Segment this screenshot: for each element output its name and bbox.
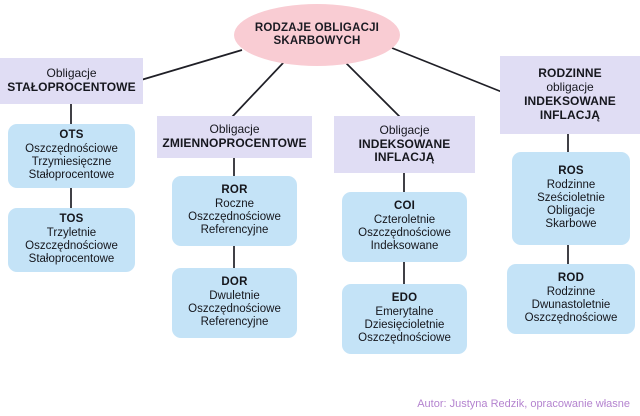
leaf-line-2: Dwunastoletnie [531,299,611,311]
category-line-3: INDEKSOWANE [524,94,616,108]
leaf-line-2: Dziesięcioletnie [364,319,445,331]
leaf-line-1: Oszczędnościowe [25,142,118,155]
category-line-1: RODZINNE [538,66,602,81]
edge-root-to-indeks [344,61,401,118]
leaf-line-2: Oszczędnościowe [25,240,118,252]
edge-root-to-zmienno [231,61,285,118]
leaf-line-1: Trzyletnie [46,226,97,239]
edge-root-to-rodzinne [391,47,503,93]
leaf-line-2: Oszczędnościowe [188,211,281,223]
category-line-2: ZMIENNOPROCENTOWE [162,136,307,150]
category-line-1: Obligacje [46,66,97,81]
leaf-line-3: Oszczędnościowe [358,332,451,345]
category-line-2: STAŁOPROCENTOWE [7,80,136,94]
leaf-line-1: Dwuletnie [209,289,260,302]
leaf-node-ror[interactable]: ROR Roczne Oszczędnościowe Referencyjne [172,176,297,246]
leaf-title-tos: TOS [59,213,84,226]
leaf-line-3: Referencyjne [200,316,269,329]
leaf-line-3: Oszczędnościowe [524,312,618,325]
leaf-node-ros[interactable]: ROS Rodzinne Sześcioletnie Obligacje Ska… [512,152,630,245]
leaf-title-coi: COI [393,200,416,213]
leaf-line-1: Emerytalne [375,305,434,318]
leaf-line-3: Stałoprocentowe [28,253,115,266]
leaf-node-rod[interactable]: ROD Rodzinne Dwunastoletnie Oszczędności… [507,264,635,334]
leaf-node-coi[interactable]: COI Czteroletnie Oszczędnościowe Indekso… [342,192,467,262]
leaf-title-ros: ROS [558,165,584,178]
leaf-line-3: Referencyjne [200,224,269,237]
category-node-rodzinne-obligacje-indeksowane-inflacja[interactable]: RODZINNE obligacje INDEKSOWANE INFLACJĄ [500,56,640,134]
leaf-line-2: Oszczędnościowe [188,303,281,315]
category-node-obligacje-zmiennoprocentowe[interactable]: Obligacje ZMIENNOPROCENTOWE [157,116,312,158]
leaf-title-ror: ROR [221,184,248,197]
category-line-1: Obligacje [379,122,430,137]
leaf-line-1: Rodzinne [546,178,596,191]
category-node-obligacje-indeksowane-inflacja[interactable]: Obligacje INDEKSOWANE INFLACJĄ [334,116,475,173]
leaf-node-ots[interactable]: OTS Oszczędnościowe Trzymiesięczne Stało… [8,124,135,188]
leaf-line-4: Skarbowe [545,218,597,231]
leaf-line-3: Stałoprocentowe [28,169,115,182]
root-node-rodzaje-obligacji-skarbowych[interactable]: RODZAJE OBLIGACJI SKARBOWYCH [234,4,400,66]
leaf-line-3: Obligacje [547,205,595,218]
leaf-line-1: Rodzinne [546,285,596,298]
leaf-line-1: Roczne [215,197,254,210]
leaf-title-ots: OTS [59,129,84,142]
leaf-node-tos[interactable]: TOS Trzyletnie Oszczędnościowe Stałoproc… [8,208,135,272]
leaf-title-dor: DOR [221,276,248,289]
category-line-4: INFLACJĄ [539,107,601,122]
leaf-line-3: Indeksowane [370,240,439,253]
category-line-1: Obligacje [209,122,260,137]
root-line-2: SKARBOWYCH [273,35,361,47]
leaf-line-2: Trzymiesięczne [31,156,112,168]
leaf-title-edo: EDO [391,292,418,305]
category-line-2: INDEKSOWANE [358,136,451,151]
category-node-obligacje-staloprocentowe[interactable]: Obligacje STAŁOPROCENTOWE [0,58,143,104]
edge-root-to-stalo [140,49,243,81]
category-line-2: obligacje [546,80,594,95]
leaf-node-dor[interactable]: DOR Dwuletnie Oszczędnościowe Referencyj… [172,268,297,338]
author-credit: Autor: Justyna Redzik, opracowanie własn… [417,398,630,410]
category-line-3: INFLACJĄ [374,150,435,165]
root-line-1: RODZAJE OBLIGACJI [254,21,380,34]
leaf-node-edo[interactable]: EDO Emerytalne Dziesięcioletnie Oszczędn… [342,284,467,354]
leaf-line-2: Sześcioletnie [537,191,605,204]
leaf-title-rod: ROD [557,272,585,285]
leaf-line-2: Oszczędnościowe [358,227,451,239]
leaf-line-1: Czteroletnie [373,213,436,226]
